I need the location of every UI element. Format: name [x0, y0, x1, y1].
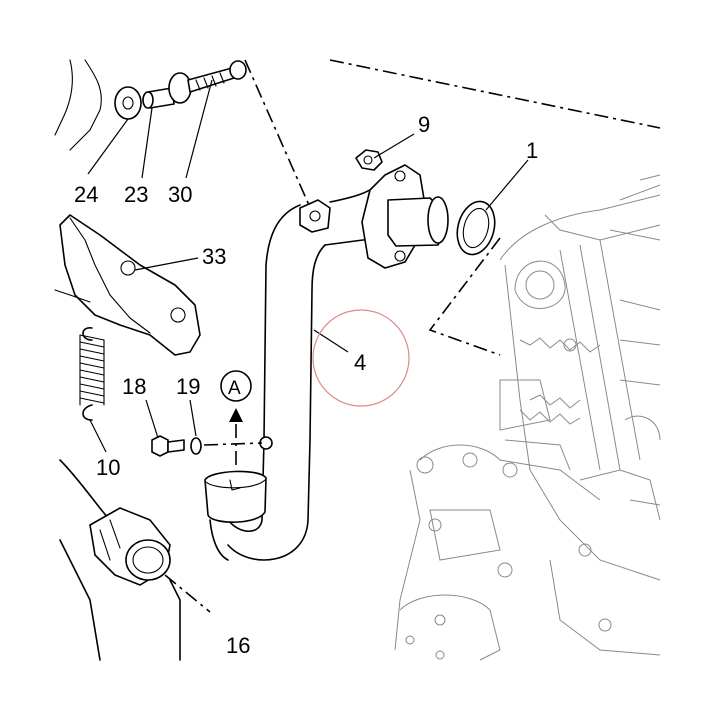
label-16: 16 — [226, 633, 250, 658]
leader-4 — [313, 329, 349, 353]
leader-23 — [141, 107, 153, 179]
label-18: 18 — [122, 374, 146, 399]
exhaust-pipe-16 — [59, 459, 211, 661]
engine-block — [394, 174, 661, 661]
label-33: 33 — [202, 244, 226, 269]
washer-30 — [168, 72, 192, 104]
washer-19 — [190, 437, 202, 455]
bolt-30 — [187, 67, 235, 93]
leader-33 — [134, 257, 199, 271]
assembly-boundary-top — [329, 59, 661, 129]
heat-shield-33 — [54, 214, 201, 356]
leader-9 — [373, 133, 415, 159]
spring-10 — [79, 327, 105, 421]
label-24: 24 — [74, 182, 98, 207]
leader-18 — [145, 399, 159, 439]
label-30: 30 — [168, 182, 192, 207]
nut-9 — [355, 149, 383, 171]
label-1: 1 — [526, 138, 538, 163]
coolant-pipe-4 — [204, 164, 449, 561]
leader-10 — [89, 419, 107, 453]
label-10: 10 — [96, 455, 120, 480]
view-a-marker — [220, 370, 252, 470]
leader-24 — [87, 118, 129, 175]
screw-18 — [151, 435, 185, 457]
leader-30 — [185, 79, 213, 179]
label-a: A — [228, 378, 241, 399]
label-4: 4 — [354, 350, 366, 375]
label-23: 23 — [124, 182, 148, 207]
bolt-alignment-line — [244, 59, 313, 213]
nut-24 — [114, 86, 142, 120]
hose-coupling — [204, 470, 267, 523]
bolt-assembly — [54, 59, 247, 151]
leader-19 — [189, 399, 197, 437]
leader-1 — [485, 159, 529, 211]
screw-alignment-line — [203, 442, 263, 446]
label-19: 19 — [176, 374, 200, 399]
highlight-circle — [312, 309, 410, 407]
o-ring-alignment-line — [428, 237, 501, 356]
label-9: 9 — [418, 112, 430, 137]
o-ring-1 — [456, 200, 496, 256]
